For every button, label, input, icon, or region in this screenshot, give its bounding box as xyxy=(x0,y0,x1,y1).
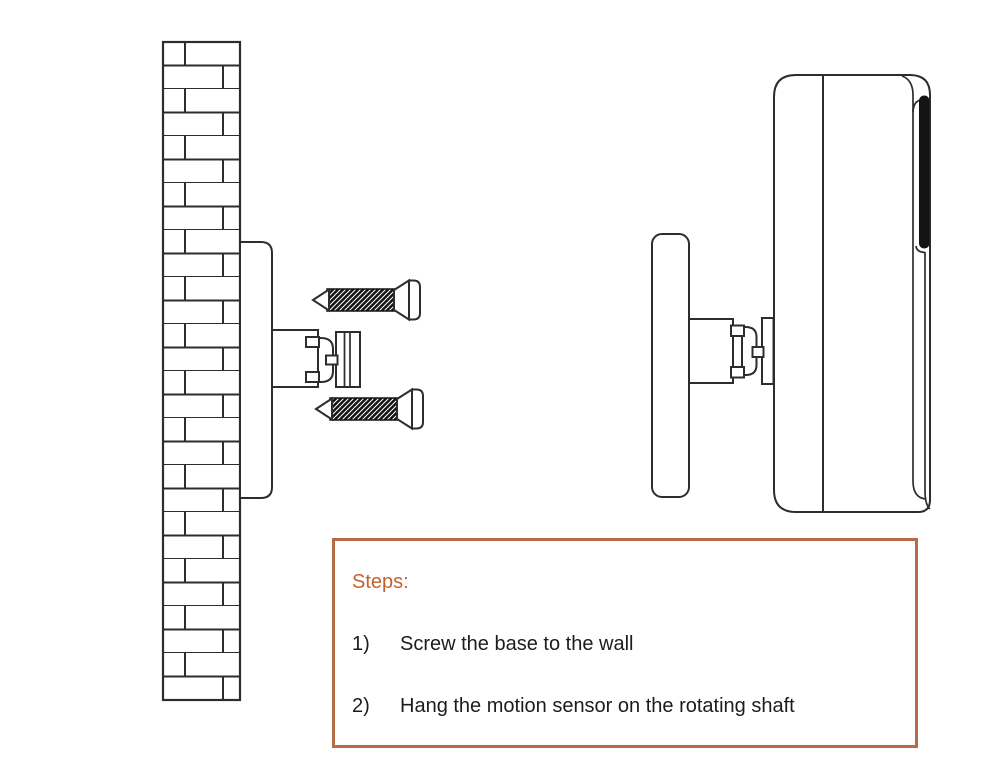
sensor-hanging-scene xyxy=(651,74,931,513)
motion-sensor-body xyxy=(773,74,931,513)
bracket-clip-bottom xyxy=(305,371,320,383)
mounting-screw-bottom xyxy=(315,388,424,430)
brick-wall xyxy=(161,40,242,702)
shaft-pin-right xyxy=(751,346,765,358)
step-number: 2) xyxy=(352,695,370,717)
sensor-back-seam xyxy=(901,75,927,500)
step-text: Hang the motion sensor on the rotating s… xyxy=(400,695,795,717)
steps-title: Steps: xyxy=(352,571,409,593)
wall-base-right xyxy=(651,233,690,498)
mounting-bracket-right xyxy=(688,318,758,384)
bracket-clip-top-right xyxy=(730,324,745,337)
step-item-1: 1) Screw the base to the wall xyxy=(352,633,633,656)
bracket-hinge-right xyxy=(741,326,758,376)
mounting-bracket xyxy=(271,329,334,388)
wall-base xyxy=(239,241,273,499)
sensor-outline xyxy=(773,74,931,513)
sensor-edge-line xyxy=(924,252,931,510)
bracket-clip-bottom-right xyxy=(730,366,745,379)
wall-mounting-scene xyxy=(161,40,424,702)
rotating-shaft xyxy=(325,331,361,388)
step-text: Screw the base to the wall xyxy=(400,633,634,655)
sensor-side-slot xyxy=(919,95,930,249)
shaft-disc xyxy=(335,331,361,388)
bracket-clip-top xyxy=(305,336,320,348)
shaft-pin xyxy=(325,354,339,366)
mounting-screw-top xyxy=(312,279,421,321)
step-number: 1) xyxy=(352,633,370,655)
step-item-2: 2) Hang the motion sensor on the rotatin… xyxy=(352,695,795,718)
steps-box: Steps: 1) Screw the base to the wall 2) … xyxy=(332,538,918,748)
